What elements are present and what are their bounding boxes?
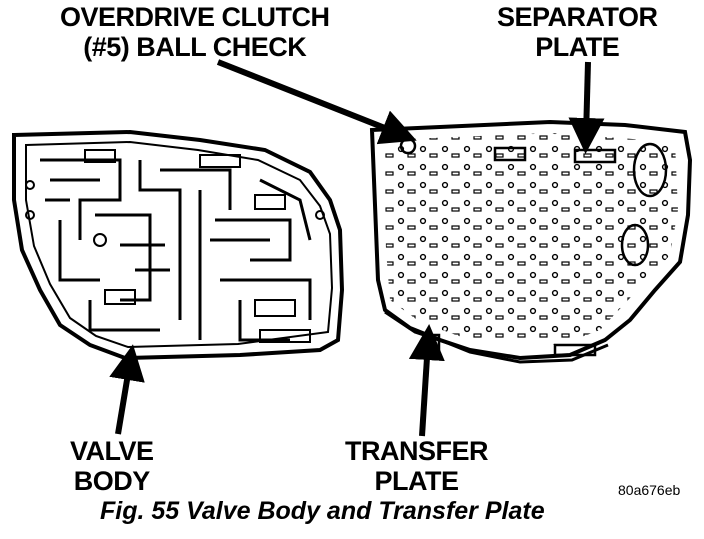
- separator-plate-outline: [369, 119, 693, 361]
- valve-body-illustration: [12, 129, 345, 361]
- label-line: TRANSFER: [345, 436, 489, 466]
- valve-body-bores: [25, 149, 325, 343]
- leader-arrows: [109, 59, 605, 437]
- figure-code: 80a676eb: [618, 482, 681, 498]
- arrow-overdrive-clutch-ball-check: [216, 59, 417, 145]
- label-separator-plate: SEPARATOR PLATE: [497, 2, 658, 62]
- label-valve-body: VALVE BODY: [70, 436, 154, 496]
- transfer-plate-illustration: [369, 119, 693, 364]
- label-transfer-plate: TRANSFER PLATE: [345, 436, 489, 496]
- arrow-separator-plate: [568, 61, 605, 154]
- label-line: BODY: [73, 466, 151, 496]
- figure-caption: Fig. 55 Valve Body and Transfer Plate: [100, 497, 545, 525]
- arrow-valve-body: [109, 344, 145, 435]
- label-line: VALVE: [70, 436, 154, 466]
- label-line: OVERDRIVE CLUTCH: [60, 2, 330, 32]
- label-line: SEPARATOR: [497, 2, 658, 32]
- valve-body-inner-edge: [25, 140, 334, 349]
- valve-body-outline: [12, 129, 345, 361]
- label-line: PLATE: [374, 466, 460, 496]
- arrow-transfer-plate: [408, 324, 445, 437]
- label-overdrive-clutch-ball-check: OVERDRIVE CLUTCH (#5) BALL CHECK: [60, 2, 330, 62]
- valve-body-passages: [40, 158, 312, 342]
- label-line: PLATE: [535, 32, 620, 62]
- label-line: (#5) BALL CHECK: [83, 32, 307, 62]
- separator-plate-hole-field: [384, 133, 678, 345]
